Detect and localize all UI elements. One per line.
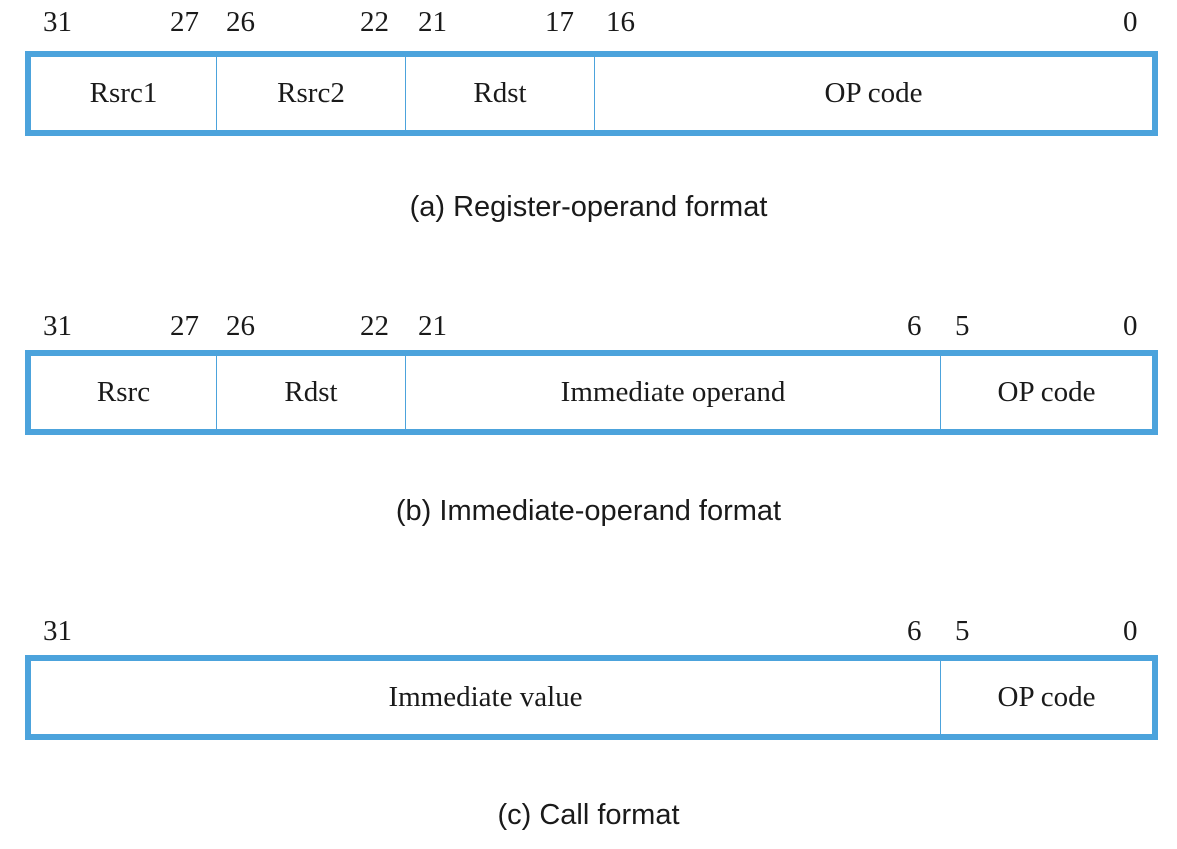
bit-label-0: 0 bbox=[1123, 310, 1138, 342]
field-rdst: Rdst bbox=[405, 57, 594, 130]
bit-label-31: 31 bbox=[43, 310, 72, 342]
bit-label-21: 21 bbox=[418, 6, 447, 38]
bit-label-27: 27 bbox=[170, 6, 199, 38]
bit-label-0: 0 bbox=[1123, 615, 1138, 647]
bit-label-16: 16 bbox=[606, 6, 635, 38]
bit-label-26: 26 bbox=[226, 310, 255, 342]
field-opcode: OP code bbox=[940, 356, 1152, 429]
format-caption: (c) Call format bbox=[497, 799, 680, 831]
immediate-operand-format: 31 27 26 22 21 6 5 0 Rsrc Rdst Immediate… bbox=[0, 300, 1177, 540]
field-rsrc1: Rsrc1 bbox=[89, 77, 158, 109]
bit-label-27: 27 bbox=[170, 310, 199, 342]
bit-label-6: 6 bbox=[907, 615, 922, 647]
instruction-word-box: Rsrc Rdst Immediate operand OP code bbox=[25, 350, 1158, 435]
field-rdst: Rdst bbox=[216, 356, 405, 429]
bit-label-6: 6 bbox=[907, 310, 922, 342]
register-operand-format: 31 27 26 22 21 17 16 0 Rsrc1 Rsrc2 Rdst … bbox=[0, 0, 1177, 240]
field-opcode: OP code bbox=[594, 57, 1152, 130]
bit-label-5: 5 bbox=[955, 615, 970, 647]
bit-label-22: 22 bbox=[360, 310, 389, 342]
format-caption: (a) Register-operand format bbox=[409, 191, 768, 223]
format-caption: (b) Immediate-operand format bbox=[395, 495, 782, 527]
bit-label-5: 5 bbox=[955, 310, 970, 342]
field-rsrc: Rsrc bbox=[96, 376, 151, 408]
field-rsrc2: Rsrc2 bbox=[216, 57, 405, 130]
bit-label-21: 21 bbox=[418, 310, 447, 342]
field-opcode: OP code bbox=[940, 661, 1152, 734]
bit-label-31: 31 bbox=[43, 6, 72, 38]
bit-label-0: 0 bbox=[1123, 6, 1138, 38]
field-immediate-operand: Immediate operand bbox=[405, 356, 940, 429]
call-format: 31 6 5 0 Immediate value OP code (c) Cal… bbox=[0, 605, 1177, 845]
instruction-word-box: Rsrc1 Rsrc2 Rdst OP code bbox=[25, 51, 1158, 136]
instruction-word-box: Immediate value OP code bbox=[25, 655, 1158, 740]
field-immediate-value: Immediate value bbox=[388, 681, 583, 713]
bit-label-22: 22 bbox=[360, 6, 389, 38]
bit-label-26: 26 bbox=[226, 6, 255, 38]
bit-label-17: 17 bbox=[545, 6, 574, 38]
bit-label-31: 31 bbox=[43, 615, 72, 647]
